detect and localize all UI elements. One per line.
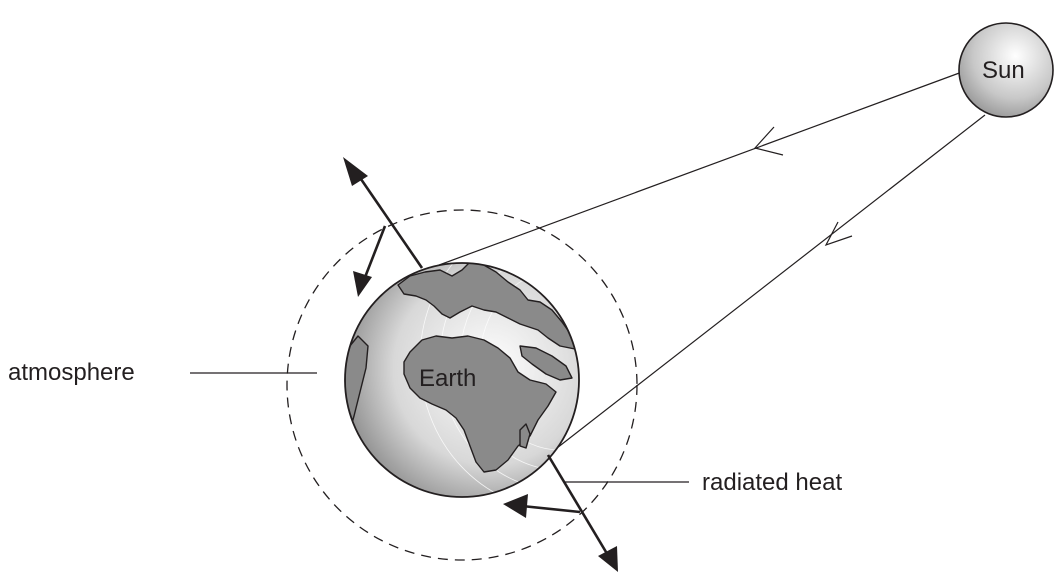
reflected-radiation-top <box>343 157 424 297</box>
sun-disc <box>958 22 1054 118</box>
earth-label: Earth <box>419 365 476 392</box>
radiated-heat-label: radiated heat <box>702 469 842 496</box>
escaping-heat-arrow-head <box>598 546 618 572</box>
madagascar <box>519 423 531 449</box>
escaping-heat-line <box>546 454 614 563</box>
sun-label: Sun <box>982 57 1025 84</box>
atmosphere-label: atmosphere <box>8 359 135 386</box>
europe-asia <box>397 263 579 351</box>
radiated-heat-callout: radiated heat <box>563 469 842 496</box>
arabia <box>519 345 573 381</box>
trapped-arrow-head <box>353 271 372 297</box>
returning-heat-line <box>521 504 581 514</box>
sun: Sun <box>958 22 1054 118</box>
reflected-radiation-bottom <box>503 454 618 572</box>
continents <box>345 263 579 497</box>
sun-ray-upper <box>430 71 963 269</box>
incoming-sunlight-rays <box>430 71 986 456</box>
earth: Earth <box>344 262 580 498</box>
ray-direction-chevron-lower <box>824 221 853 247</box>
ray-direction-chevron-upper <box>753 126 784 156</box>
reflected-arrow-line <box>350 165 424 269</box>
returning-heat-arrow-head <box>503 494 528 518</box>
sun-ray-lower <box>547 114 986 456</box>
reflected-arrow-head <box>343 157 368 186</box>
atmosphere-callout: atmosphere <box>8 359 317 386</box>
earth-outline <box>344 262 580 498</box>
